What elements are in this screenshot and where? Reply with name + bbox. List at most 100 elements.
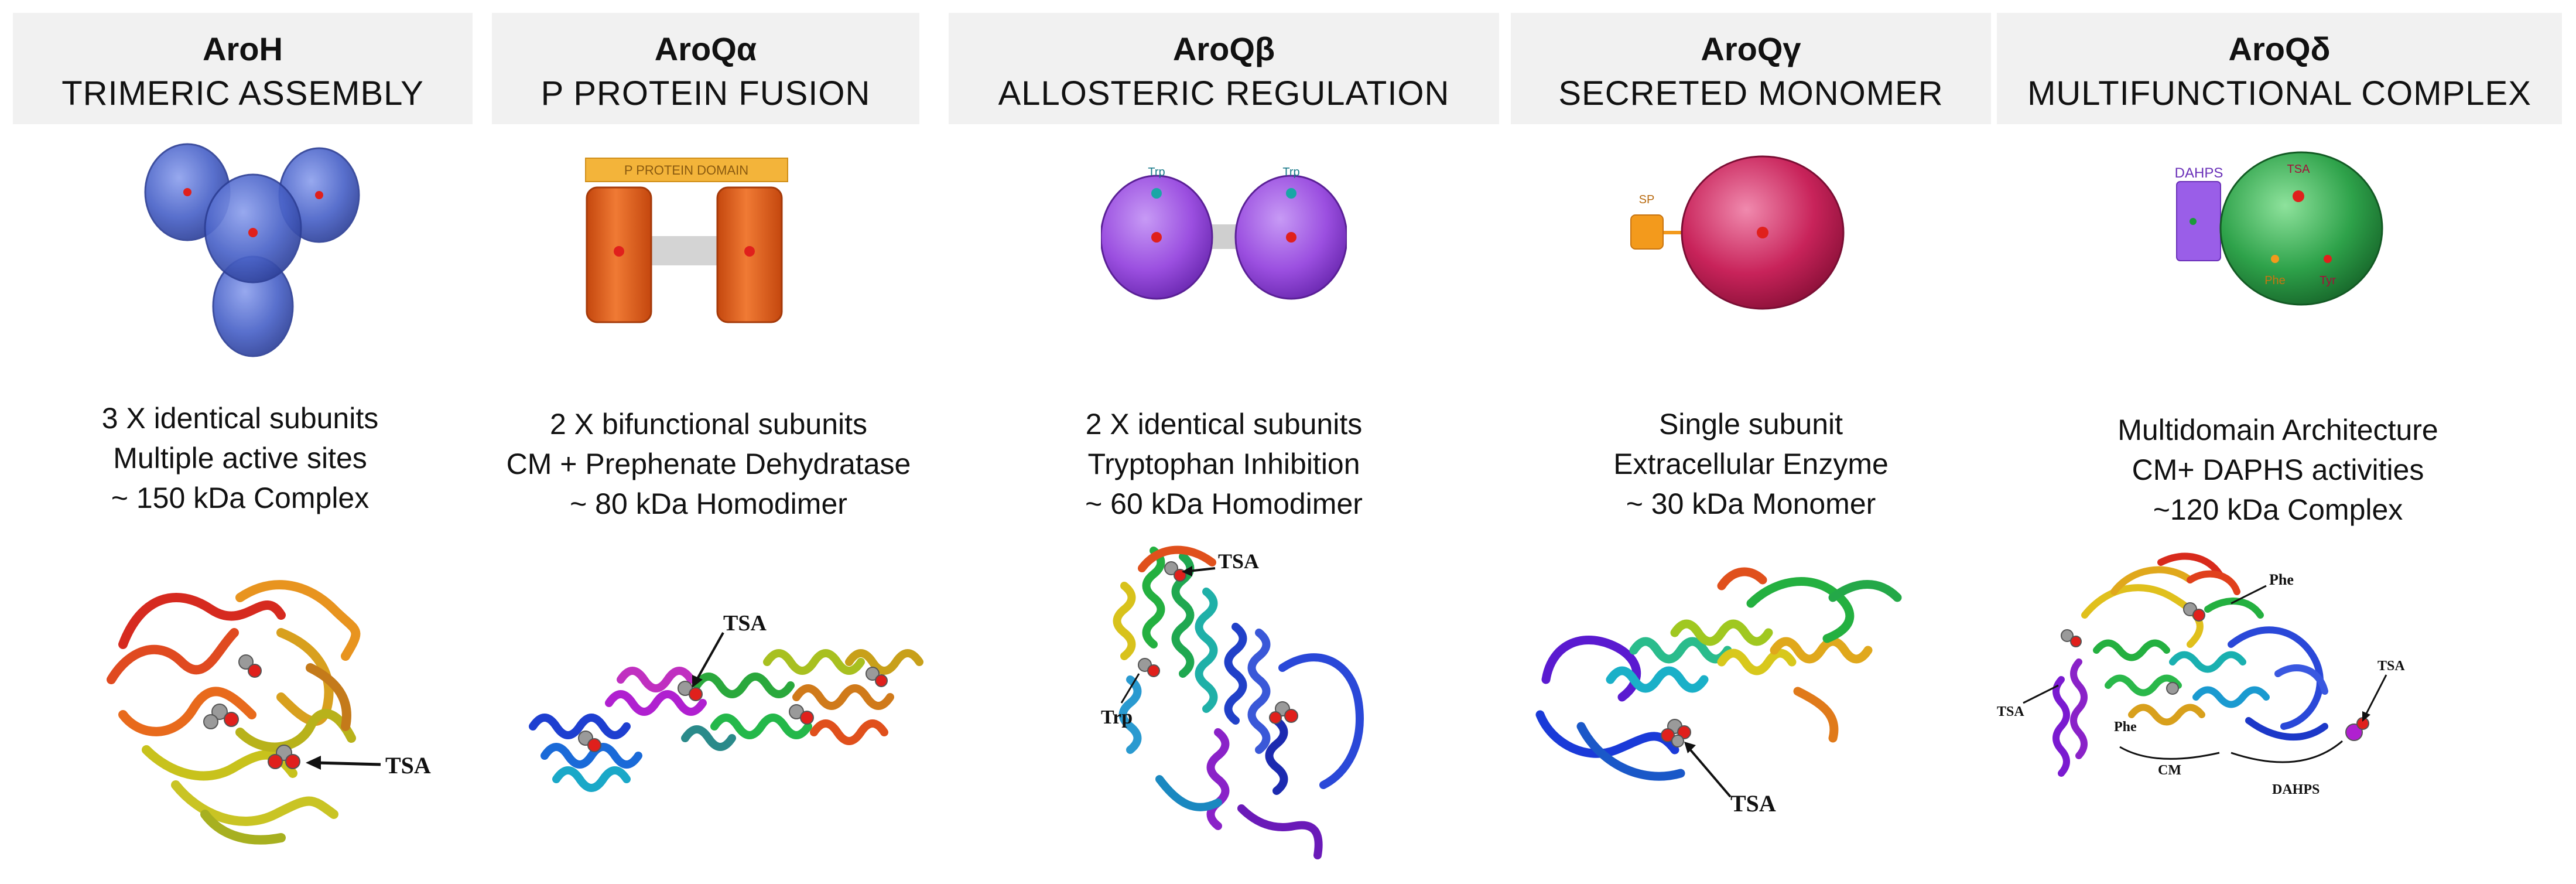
enzyme-name: AroQβ [1172,30,1275,67]
tyr-site-label: Tyr [2320,274,2336,287]
tsa-label: TSA [723,611,767,636]
description-line: Single subunit [1658,408,1843,441]
description-line: Multidomain Architecture [2117,414,2438,446]
ligand-atom [285,754,300,769]
linker-bar [638,236,726,265]
tsa-pointer-arrowhead [1182,566,1192,576]
active-site-dot [183,188,191,196]
cm-bracket [2119,746,2220,760]
dahps-site-dot [2190,218,2197,225]
active-site-dot [1757,227,1768,238]
ligand-atom [1671,735,1684,748]
trp-site-label: Trp [1282,166,1299,179]
cm-label: CM [2158,763,2181,778]
active-site-dot [614,246,624,257]
panel-description: 3 X identical subunits Multiple active s… [23,398,457,518]
tsa-pointer-arrow [316,761,381,766]
description-line: Tryptophan Inhibition [1087,448,1360,480]
tsa-label: TSA [385,752,431,779]
tsa-pointer-arrow [2365,674,2387,715]
panel-header: AroH TRIMERIC ASSEMBLY [13,13,473,124]
dahps-bracket [2231,740,2343,763]
tsa-pointer-arrowhead [692,675,703,688]
panel-description: 2 X identical subunits Tryptophan Inhibi… [984,404,1464,524]
tsa-label: TSA [1218,549,1259,573]
panel-aroqd: AroQδ MULTIFUNCTIONAL COMPLEX DAHPS TSA … [1997,0,2576,884]
ligand-atom [2070,636,2082,647]
ligand-atom [238,654,254,670]
tsa-pointer-arrow [696,632,724,680]
panel-header: AroQδ MULTIFUNCTIONAL COMPLEX [1997,13,2562,124]
phe-label: Phe [2114,719,2137,735]
enzyme-name: AroH [203,30,283,67]
trimer-cartoon [144,143,360,357]
description-line: 2 X identical subunits [1085,408,1363,441]
signal-peptide-label: SP [1639,193,1655,206]
ligand-atom [2166,682,2179,695]
description-line: ~ 150 kDa Complex [111,482,370,514]
phe-label: Phe [2269,571,2294,588]
crystal-structure-aroqg: TSA [1535,567,1902,817]
enzyme-name: AroQα [654,30,757,67]
enzyme-name: AroQδ [2228,30,2331,67]
tsa-pointer-line [2023,684,2059,704]
allosteric-dimer-cartoon: Trp Trp [1101,166,1347,300]
tsa-label: TSA [1730,790,1776,817]
crystal-structure-aroqa: TSA [529,611,923,792]
enzyme-name: AroQγ [1701,30,1801,67]
description-line: Multiple active sites [113,442,367,475]
ligand-atom [1284,709,1298,723]
tsa-pointer-arrow [1188,567,1216,572]
description-line: 2 X bifunctional subunits [549,408,868,441]
active-site-dot [248,228,258,237]
description-line: ~120 kDa Complex [2153,493,2403,526]
ligand-atom [1661,728,1675,742]
panel-aroh: AroH TRIMERIC ASSEMBLY 3 X identical sub… [0,0,480,884]
active-site-dot [744,246,755,257]
tsa-pointer-arrowhead [1684,742,1696,753]
phe-site-label: Phe [2264,274,2286,287]
trp-binding-site-dot [1151,188,1162,199]
panel-description: 2 X bifunctional subunits CM + Prephenat… [486,404,931,524]
ligand-atom [2192,609,2205,622]
active-site-dot [1151,232,1162,243]
crystal-structure-aroh: TSA [107,580,431,845]
dahps-domain-box [2176,181,2221,261]
description-line: ~ 30 kDa Monomer [1626,487,1876,520]
ligand-atom [1269,711,1282,724]
ligand-atom [865,667,880,681]
description-line: CM + Prephenate Dehydratase [506,448,911,480]
description-line: CM+ DAPHS activities [2132,453,2424,486]
multifunctional-complex-cartoon: DAHPS TSA Phe Tyr [2175,151,2383,306]
enzyme-subtitle: ALLOSTERIC REGULATION [998,74,1450,112]
ligand-atom [224,712,239,727]
panel-aroqb: AroQβ ALLOSTERIC REGULATION Trp Trp 2 X … [949,0,1505,884]
ligand-atom [1174,569,1186,582]
ligand-atom [268,754,283,769]
active-site-dot [1286,232,1296,243]
ligand-atom [800,711,814,725]
tsa-label: TSA [1997,704,2024,719]
active-site-dot [2293,190,2304,202]
tsa-pointer-arrowhead [306,756,321,770]
tsa-site-label: TSA [2287,163,2311,176]
fusion-dimer-cartoon: P PROTEIN DOMAIN [585,158,788,323]
description-line: 3 X identical subunits [101,402,379,435]
description-line: Extracellular Enzyme [1613,448,1889,480]
enzyme-subtitle: MULTIFUNCTIONAL COMPLEX [2027,74,2531,112]
enzyme-subtitle: TRIMERIC ASSEMBLY [61,74,424,112]
trp-label: Trp [1101,706,1133,728]
enzyme-subtitle: SECRETED MONOMER [1558,74,1944,112]
trp-site-label: Trp [1148,166,1165,179]
description-line: ~ 80 kDa Homodimer [570,487,847,520]
trp-pointer-line [1120,673,1140,704]
phe-site-dot [2271,255,2279,263]
panel-aroqg: AroQγ SECRETED MONOMER SP Single subunit… [1505,0,1997,884]
panel-description: Multidomain Architecture CM+ DAPHS activ… [2020,410,2536,530]
ligand-atom [211,704,228,720]
crystal-structure-aroqb: TSA Trp [1101,545,1364,859]
phe-pointer-line [2231,585,2267,605]
p-protein-domain-bar [585,158,788,182]
ligand-atom [1147,664,1160,677]
panel-header: AroQα P PROTEIN FUSION [492,13,919,124]
